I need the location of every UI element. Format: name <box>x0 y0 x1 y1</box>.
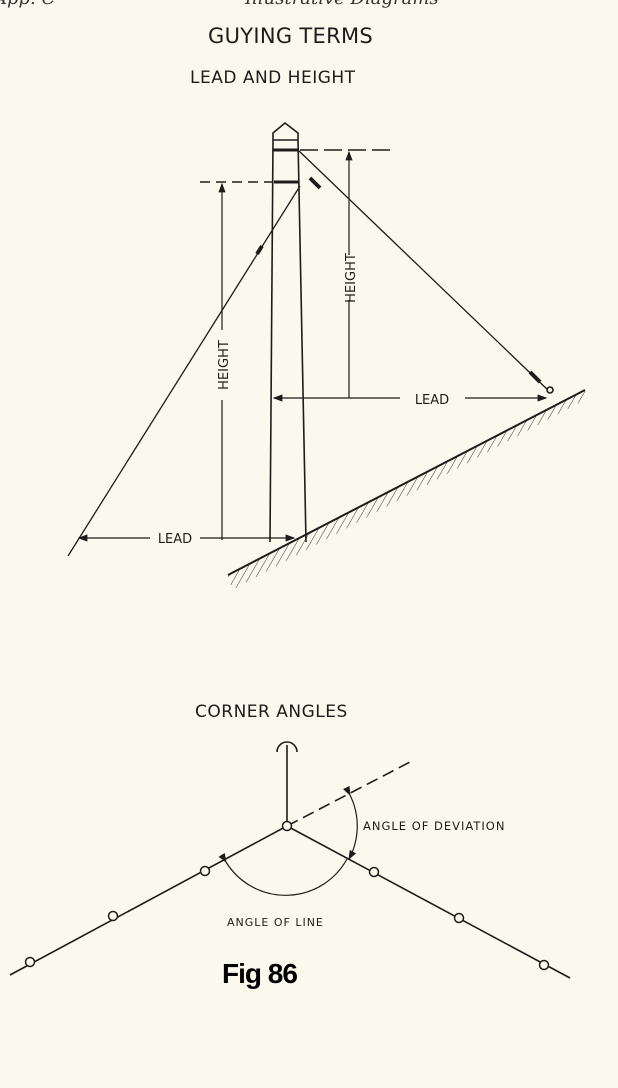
height-right-label: HEIGHT <box>344 253 359 303</box>
right-guy-insulator <box>308 176 322 190</box>
line-right <box>286 825 571 979</box>
pole-marker <box>199 865 211 877</box>
deviation-extension <box>286 761 411 827</box>
pole-marker <box>538 959 550 971</box>
right-guy-insulator <box>528 370 542 384</box>
line-left <box>9 825 288 976</box>
pole-marker <box>368 866 380 878</box>
lead-right-label: LEAD <box>415 393 449 408</box>
pole-marker <box>453 912 465 924</box>
figure-label: Fig 86 <box>222 958 298 989</box>
lead-left-label: LEAD <box>158 532 192 547</box>
left-guy-insulator <box>255 244 264 256</box>
ground-slope <box>228 390 588 590</box>
pole-marker <box>107 910 119 922</box>
running-header-section: App. C <box>0 0 55 9</box>
pole <box>269 121 307 543</box>
angle-of-line-arc <box>218 852 348 896</box>
running-header-title: Illustrative Diagrams <box>245 0 439 9</box>
diagram-title: GUYING TERMS <box>208 24 374 48</box>
pole-marker <box>281 820 293 832</box>
pole-marker <box>24 956 36 968</box>
diagram-subtitle: LEAD AND HEIGHT <box>190 68 356 88</box>
angle-of-deviation-arc <box>343 785 358 861</box>
anchor-eye-icon <box>546 386 554 394</box>
angle-of-line-label: ANGLE OF LINE <box>227 916 324 929</box>
right-guy-wire <box>297 149 551 393</box>
ground-line <box>227 389 586 576</box>
left-guy-wire <box>67 185 301 557</box>
anchor-symbol-icon <box>276 741 298 753</box>
corner-angles-title: CORNER ANGLES <box>195 702 348 722</box>
corner-angles-diagram <box>9 741 571 979</box>
angle-of-deviation-label: ANGLE OF DEVIATION <box>363 819 505 833</box>
height-left-label: HEIGHT <box>217 340 232 390</box>
